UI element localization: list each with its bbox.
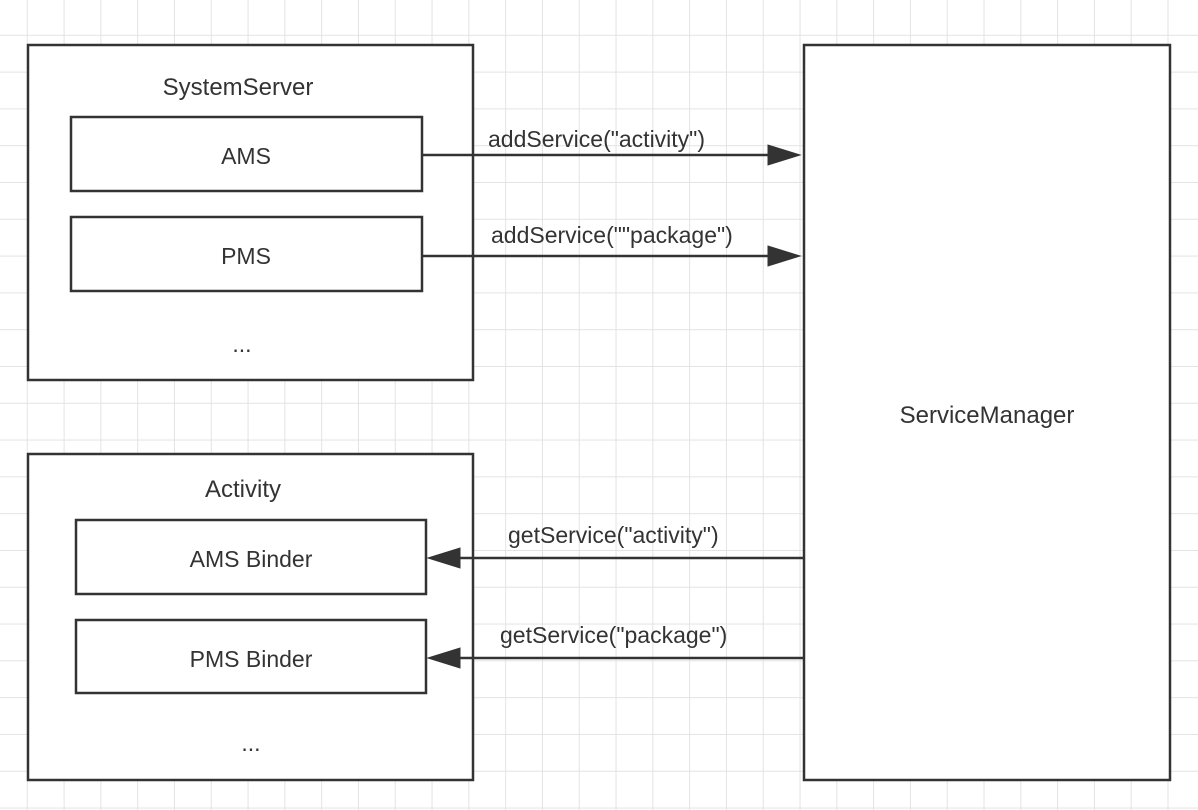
service-manager-box[interactable] <box>802 43 1172 782</box>
system-server-title: SystemServer <box>163 74 314 101</box>
system-server-group: SystemServer AMS PMS ... <box>26 43 475 382</box>
edge-get-service-package: getService("package") <box>426 622 804 669</box>
service-manager-label: ServiceManager <box>900 402 1075 429</box>
system-server-ellipsis: ... <box>232 331 251 357</box>
edge-label-add-package: addService(""package") <box>491 222 733 248</box>
service-manager-group: ServiceManager <box>802 43 1172 782</box>
activity-title: Activity <box>205 476 281 503</box>
activity-ellipsis: ... <box>241 730 260 756</box>
activity-container[interactable] <box>26 452 475 782</box>
arrowhead-left-icon <box>426 547 461 569</box>
edge-label-get-package: getService("package") <box>500 622 727 648</box>
arrowhead-right-icon <box>767 144 802 166</box>
edge-add-service-package: addService(""package") <box>422 222 802 267</box>
edge-label-add-activity: addService("activity") <box>488 126 705 152</box>
pms-binder-box[interactable] <box>74 618 428 695</box>
arrowhead-left-icon <box>426 647 461 669</box>
arrowhead-right-icon <box>767 245 802 267</box>
system-server-container[interactable] <box>26 43 475 382</box>
ams-label: AMS <box>221 143 271 169</box>
activity-group: Activity AMS Binder PMS Binder ... <box>26 452 475 782</box>
pms-binder-label: PMS Binder <box>190 646 313 672</box>
pms-label: PMS <box>221 243 271 269</box>
pms-box[interactable] <box>69 215 424 293</box>
ams-binder-label: AMS Binder <box>190 546 313 572</box>
ams-binder-box[interactable] <box>74 518 428 596</box>
edge-label-get-activity: getService("activity") <box>508 522 719 548</box>
edge-get-service-activity: getService("activity") <box>426 522 804 569</box>
ams-box[interactable] <box>69 115 424 193</box>
edge-add-service-activity: addService("activity") <box>422 126 802 166</box>
